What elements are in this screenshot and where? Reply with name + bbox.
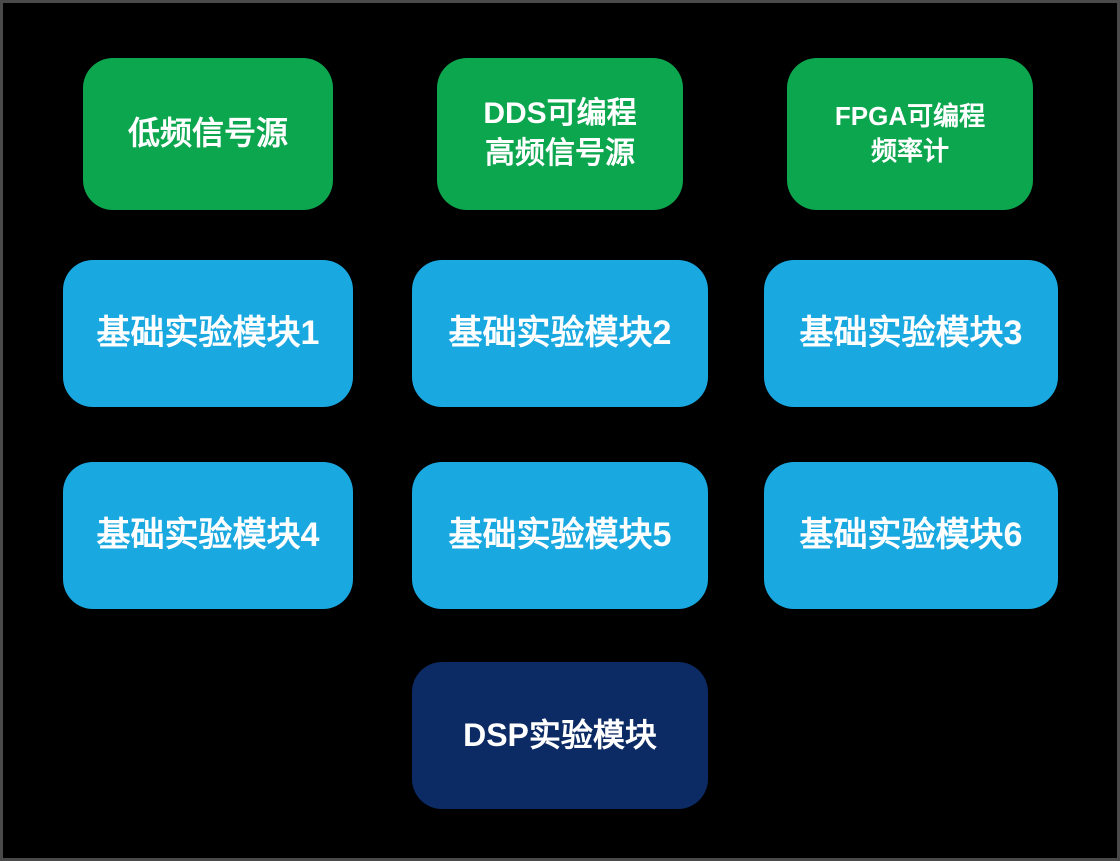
block-basic-module-3: 基础实验模块3: [764, 260, 1058, 407]
block-basic-module-1: 基础实验模块1: [63, 260, 353, 407]
block-basic-module-6: 基础实验模块6: [764, 462, 1058, 609]
block-basic-module-5: 基础实验模块5: [412, 462, 708, 609]
block-low-freq-signal-source: 低频信号源: [83, 58, 333, 210]
block-fpga-frequency-counter: FPGA可编程 频率计: [787, 58, 1033, 210]
block-label-line1: DDS可编程: [483, 96, 637, 130]
block-label: 低频信号源: [127, 115, 288, 152]
block-label-line1: FPGA可编程: [834, 100, 986, 131]
block-label: DSP实验模块: [463, 716, 657, 753]
block-label: 基础实验模块3: [799, 313, 1023, 352]
block-label: 基础实验模块5: [448, 515, 672, 554]
block-basic-module-2: 基础实验模块2: [412, 260, 708, 407]
block-label: 基础实验模块1: [96, 313, 320, 352]
block-label: 基础实验模块2: [448, 313, 672, 352]
block-label: 基础实验模块4: [96, 515, 320, 554]
block-label-line2: 频率计: [870, 136, 949, 166]
block-label: 基础实验模块6: [799, 515, 1023, 554]
block-label-line2: 高频信号源: [485, 137, 635, 170]
block-basic-module-4: 基础实验模块4: [63, 462, 353, 609]
block-dsp-module: DSP实验模块: [412, 662, 708, 809]
block-dds-high-freq-signal-source: DDS可编程 高频信号源: [437, 58, 683, 210]
